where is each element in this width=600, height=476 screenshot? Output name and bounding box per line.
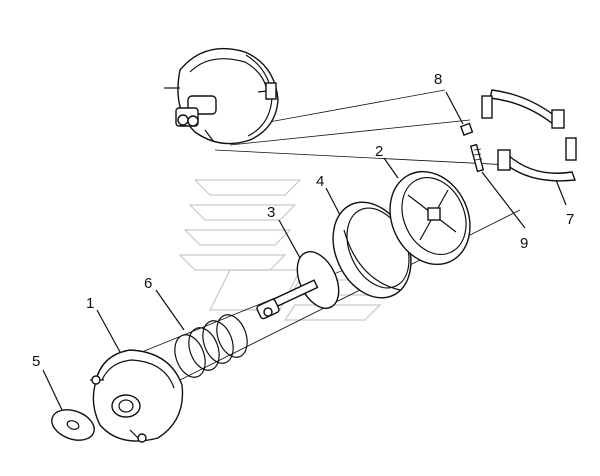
part-6-spring: [174, 314, 248, 378]
callout-5: 5: [32, 353, 40, 370]
part-1-housing: [90, 349, 184, 443]
part-3-pushrod-plate: [256, 251, 340, 320]
part-5-washer: [51, 409, 95, 441]
callout-1: 1: [86, 295, 94, 312]
callout-6: 6: [144, 275, 152, 292]
callout-8: 8: [434, 71, 442, 88]
callout-2: 2: [375, 143, 383, 160]
part-7-clamp-ring: [481, 89, 577, 206]
part-2-cover: [389, 170, 471, 266]
leader-lines: [42, 157, 399, 411]
callout-7: 7: [566, 211, 574, 228]
callout-3: 3: [267, 204, 275, 221]
callout-4: 4: [316, 173, 324, 190]
brake-chamber-assembly: [164, 47, 279, 145]
callout-9: 9: [520, 235, 528, 252]
part-8-nut: [445, 91, 474, 136]
part-9-bolt: [469, 143, 526, 229]
